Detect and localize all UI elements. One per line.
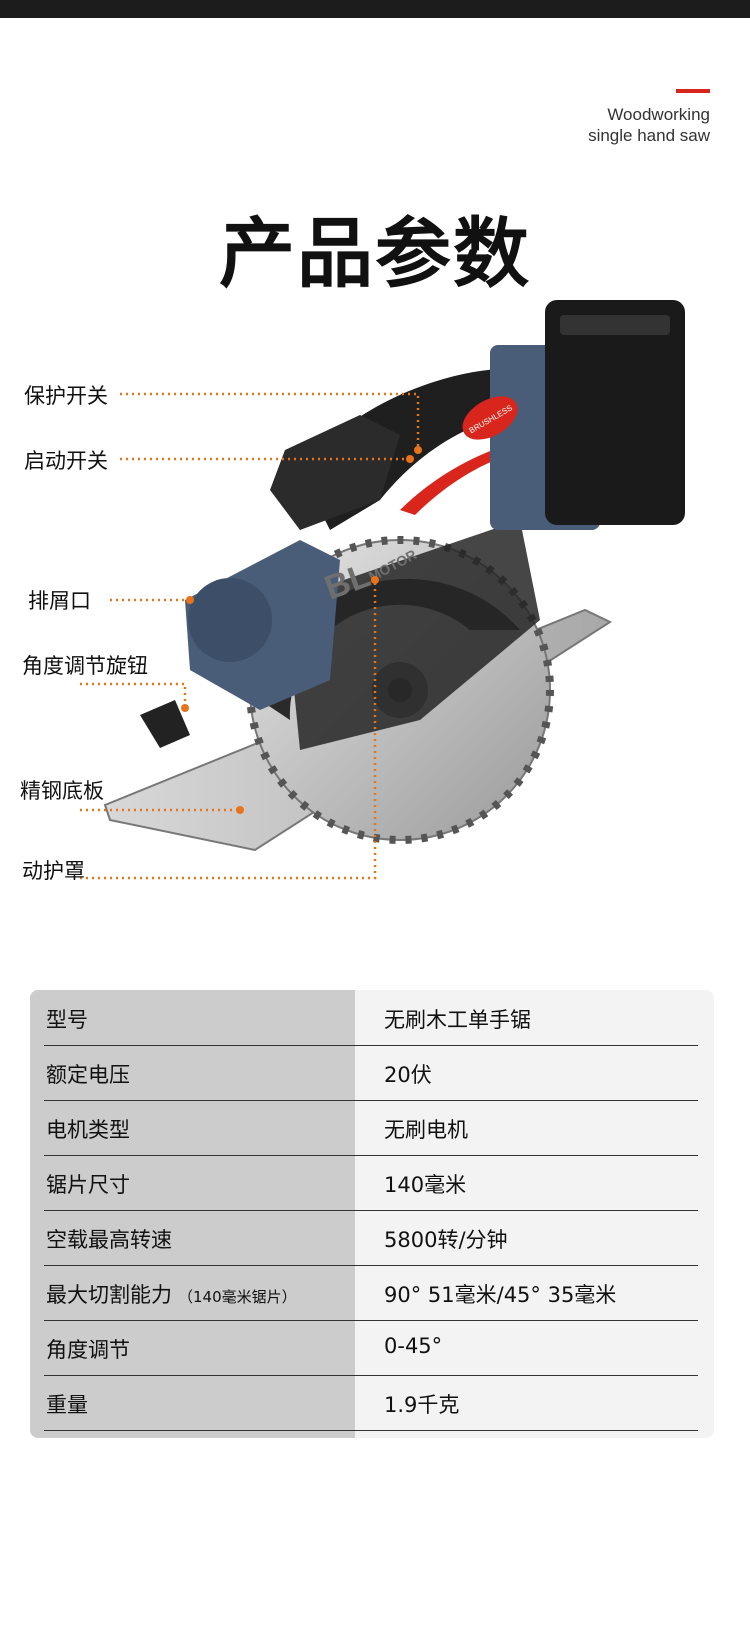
handle-red-trim xyxy=(400,440,540,515)
brushless-badge xyxy=(462,396,518,440)
spec-row: 电机类型 无刷电机 xyxy=(44,1100,698,1156)
spec-value: 20伏 xyxy=(384,1063,432,1087)
callout-guard: 动护罩 xyxy=(22,859,85,883)
spec-key: 重量 xyxy=(46,1393,88,1417)
spec-key: 最大切割能力 （140毫米锯片） xyxy=(46,1279,297,1309)
spec-key: 角度调节 xyxy=(46,1338,130,1362)
spec-key: 额定电压 xyxy=(46,1063,130,1087)
callout-dust-port: 排屑口 xyxy=(28,589,91,613)
switch-housing xyxy=(270,415,400,530)
callout-start-switch: 启动开关 xyxy=(24,449,108,473)
callout-dots xyxy=(181,446,422,814)
spec-value: 90° 51毫米/45° 35毫米 xyxy=(384,1283,617,1307)
product-illustration: BRUSHLESS BL MOTOR 保护开关 启动开关 排屑口 角度调节旋钮 … xyxy=(0,300,750,920)
accent-line xyxy=(676,89,710,93)
spec-value: 1.9千克 xyxy=(384,1393,460,1417)
spec-value: 5800转/分钟 xyxy=(384,1228,508,1252)
spec-row: 型号 无刷木工单手锯 xyxy=(44,990,698,1046)
angle-knob xyxy=(140,700,190,748)
callout-safety-switch: 保护开关 xyxy=(24,384,108,408)
spec-table: 型号 无刷木工单手锯 额定电压 20伏 电机类型 无刷电机 锯片尺寸 140毫米… xyxy=(30,990,714,1438)
spec-row: 角度调节 0-45° xyxy=(44,1320,698,1376)
spec-row: 额定电压 20伏 xyxy=(44,1045,698,1101)
spec-value: 140毫米 xyxy=(384,1173,467,1197)
callout-steel-base: 精钢底板 xyxy=(20,779,104,803)
top-bar xyxy=(0,0,750,18)
spec-key-note: （140毫米锯片） xyxy=(178,1288,297,1306)
battery xyxy=(545,300,685,525)
page-title: 产品参数 xyxy=(219,209,531,298)
english-subtitle: Woodworking single hand saw xyxy=(588,104,710,146)
spec-key: 型号 xyxy=(46,1008,88,1032)
callout-angle-knob: 角度调节旋钮 xyxy=(22,654,148,678)
spec-key: 空载最高转速 xyxy=(46,1228,172,1252)
lower-guard xyxy=(285,520,540,750)
spec-key: 电机类型 xyxy=(46,1118,130,1142)
spec-value: 无刷木工单手锯 xyxy=(384,1008,531,1032)
spec-table-left-column xyxy=(30,990,355,1438)
subtitle-line-2: single hand saw xyxy=(588,126,710,145)
spec-row: 重量 1.9千克 xyxy=(44,1375,698,1431)
spec-row: 锯片尺寸 140毫米 xyxy=(44,1155,698,1211)
spec-value: 无刷电机 xyxy=(384,1118,468,1142)
spec-key-text: 最大切割能力 xyxy=(46,1283,172,1307)
spec-value: 0-45° xyxy=(384,1334,443,1358)
spec-key: 锯片尺寸 xyxy=(46,1173,130,1197)
circular-saw-drawing: BRUSHLESS BL MOTOR xyxy=(80,300,685,880)
callout-leaders xyxy=(80,392,420,880)
spec-row: 空载最高转速 5800转/分钟 xyxy=(44,1210,698,1266)
subtitle-line-1: Woodworking xyxy=(607,105,710,124)
spec-row: 最大切割能力 （140毫米锯片） 90° 51毫米/45° 35毫米 xyxy=(44,1265,698,1321)
